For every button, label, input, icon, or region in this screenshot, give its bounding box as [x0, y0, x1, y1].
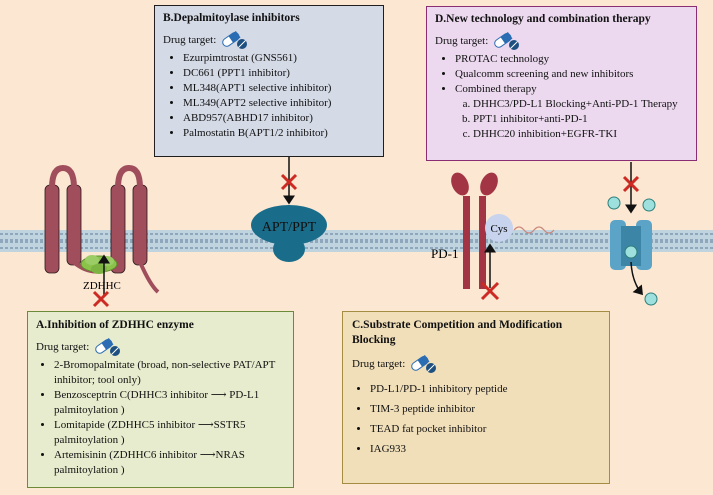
panel-a-title: A.Inhibition of ZDHHC enzyme — [36, 319, 194, 331]
drug-target-label: Drug target: — [163, 33, 217, 46]
list-item: Benzosceptrin C(DHHC3 inhibitor ⟶ PD-L1 … — [54, 388, 285, 418]
drug-target-label: Drug target: — [435, 34, 489, 47]
drug-target-row: Drug target: — [36, 337, 285, 357]
panel-b-list: Ezurpimtrostat (GNS561) DC661 (PPT1 inhi… — [163, 51, 375, 141]
list-item: Artemisinin (ZDHHC6 inhibitor ⟶NRAS palm… — [54, 448, 285, 478]
sub-list-item: DHHC20 inhibition+EGFR-TKI — [473, 127, 688, 142]
capsule-icon — [222, 30, 248, 49]
list-item: Palmostatin B(APT1/2 inhibitor) — [183, 126, 375, 141]
list-item: 2-Bromopalmitate (broad, non-selective P… — [54, 358, 285, 388]
pd1-label: PD-1 — [431, 246, 458, 261]
ligand-particle — [624, 245, 638, 259]
panel-d-title: D.New technology and combination therapy — [435, 13, 651, 25]
list-item: ML349(APT2 selective inhibitor) — [183, 96, 375, 111]
ligand-particle — [644, 292, 658, 306]
panel-c-list: PD-L1/PD-1 inhibitory peptide TIM-3 pept… — [352, 382, 600, 457]
capsule-icon — [411, 354, 437, 373]
drug-target-row: Drug target: — [163, 30, 375, 50]
ligand-particle — [607, 196, 621, 210]
sub-list-item: PPT1 inhibitor+anti-PD-1 — [473, 112, 688, 127]
inhibit-x-pd1 — [480, 281, 500, 301]
list-item: TIM-3 peptide inhibitor — [370, 402, 600, 417]
list-item: Lomitapide (ZDHHC5 inhibitor ⟶SSTR5 palm… — [54, 418, 285, 448]
zdhhc-catalytic-domain — [80, 255, 118, 274]
inhibit-x-apt — [280, 173, 298, 191]
ligand-particle — [642, 198, 656, 212]
drug-target-label: Drug target: — [36, 340, 90, 353]
list-item: PROTAC technology — [455, 52, 688, 67]
list-item: Ezurpimtrostat (GNS561) — [183, 51, 375, 66]
panel-new-technology: D.New technology and combination therapy… — [426, 6, 697, 161]
cys-residue — [485, 214, 513, 242]
list-item: TEAD fat pocket inhibitor — [370, 422, 600, 437]
sub-list-item: DHHC3/PD-L1 Blocking+Anti-PD-1 Therapy — [473, 97, 688, 112]
zdhhc-label: ZDHHC — [83, 280, 121, 292]
channel-exit-arrow — [630, 261, 643, 296]
pd1-receptor — [451, 172, 498, 289]
panel-d-sublist: DHHC3/PD-L1 Blocking+Anti-PD-1 Therapy P… — [455, 97, 688, 142]
drug-target-row: Drug target: — [352, 354, 600, 374]
apt-ppt-enzyme — [251, 205, 327, 262]
panel-c-title: C.Substrate Competition and Modification… — [352, 319, 563, 346]
apt-ppt-label: APT/PPT — [262, 220, 317, 235]
list-item: DC661 (PPT1 inhibitor) — [183, 66, 375, 81]
drug-target-row: Drug target: — [435, 31, 688, 51]
list-item: ABD957(ABHD17 inhibitor) — [183, 111, 375, 126]
inhibit-x-channel — [622, 175, 640, 193]
panel-b-title: B.Depalmitoylase inhibitors — [163, 12, 300, 24]
list-item: IAG933 — [370, 442, 600, 457]
list-item: Qualcomm screening and new inhibitors — [455, 67, 688, 82]
panel-substrate-competition: C.Substrate Competition and Modification… — [342, 311, 610, 484]
palmitoyl-chain — [513, 226, 555, 234]
list-item: ML348(APT1 selective inhibitor) — [183, 81, 375, 96]
capsule-icon — [494, 31, 520, 50]
inhibit-x-zdhhc — [92, 290, 110, 308]
list-item: Combined therapy DHHC3/PD-L1 Blocking+An… — [455, 82, 688, 142]
cys-label: Cys — [490, 223, 507, 235]
list-item-label: Combined therapy — [455, 83, 537, 95]
panel-a-list: 2-Bromopalmitate (broad, non-selective P… — [36, 358, 285, 478]
capsule-icon — [95, 337, 121, 356]
drug-target-label: Drug target: — [352, 357, 406, 370]
list-item: PD-L1/PD-1 inhibitory peptide — [370, 382, 600, 397]
panel-d-list: PROTAC technology Qualcomm screening and… — [435, 52, 688, 142]
cell-membrane — [0, 230, 713, 252]
panel-zdhhc-inhibition: A.Inhibition of ZDHHC enzyme Drug target… — [27, 311, 294, 488]
panel-depalmitoylase-inhibitors: B.Depalmitoylase inhibitors Drug target:… — [154, 5, 384, 157]
